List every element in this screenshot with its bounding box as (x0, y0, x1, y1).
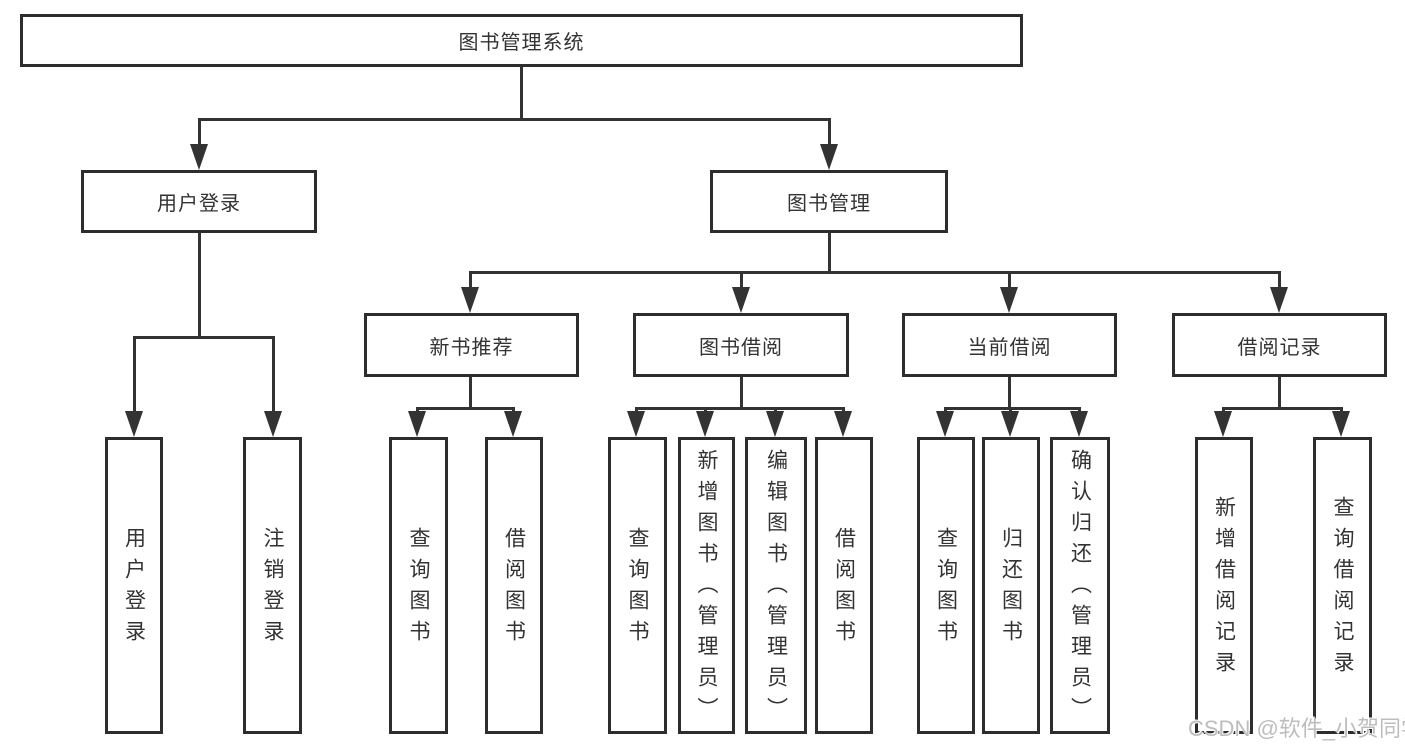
leaf-nb-borrow-books: 借阅图书 (485, 437, 543, 734)
connector-line (469, 377, 472, 407)
node-book-borrowing: 图书借阅 (633, 313, 849, 377)
arrowhead-down-icon (627, 411, 645, 437)
node-library-system-label: 图书管理系统 (458, 32, 585, 54)
csdn-watermark: CSDN @软件_小贺同学 (1188, 716, 1405, 741)
leaf-br-query-record: 查询借阅记录 (1313, 437, 1372, 734)
arrowhead-down-icon (190, 144, 208, 170)
leaf-cb-confirm-return-label: 确认归还（管理员） (1068, 449, 1092, 728)
arrowhead-down-icon (461, 287, 479, 313)
connector-line (740, 377, 743, 407)
connector-line (133, 336, 136, 415)
connector-line (520, 67, 523, 118)
leaf-user-login: 用户登录 (105, 437, 163, 734)
connector-line (740, 271, 743, 291)
node-borrowing-records: 借阅记录 (1172, 313, 1387, 377)
arrowhead-down-icon (125, 411, 143, 437)
arrowhead-down-icon (1070, 411, 1088, 437)
leaf-nb-query-books-label: 查询图书 (407, 526, 430, 651)
arrowhead-down-icon (504, 411, 522, 437)
connector-line (944, 407, 1081, 410)
leaf-logout-label: 注销登录 (261, 526, 284, 651)
connector-line (198, 118, 831, 121)
node-book-management-label: 图书管理 (787, 193, 871, 215)
leaf-bb-borrow-books-label: 借阅图书 (832, 526, 856, 651)
leaf-cb-query-books-label: 查询图书 (934, 526, 958, 651)
arrowhead-down-icon (936, 411, 954, 437)
connector-line (133, 336, 275, 339)
connector-line (469, 271, 1281, 274)
arrowhead-down-icon (696, 411, 714, 437)
leaf-bb-query-books-label: 查询图书 (626, 526, 649, 651)
connector-line (1222, 407, 1343, 410)
connector-line (198, 233, 201, 336)
leaf-bb-add-books-label: 新增图书（管理员） (695, 449, 718, 728)
leaf-cb-query-books: 查询图书 (917, 437, 975, 734)
connector-line (828, 118, 831, 148)
connector-line (416, 407, 515, 410)
leaf-nb-query-books: 查询图书 (389, 437, 448, 734)
leaf-logout: 注销登录 (243, 437, 302, 734)
arrowhead-down-icon (834, 411, 852, 437)
connector-line (1008, 377, 1011, 407)
leaf-br-query-record-label: 查询借阅记录 (1331, 495, 1354, 682)
leaf-cb-return-books: 归还图书 (982, 437, 1040, 734)
leaf-nb-borrow-books-label: 借阅图书 (502, 526, 526, 651)
leaf-cb-confirm-return: 确认归还（管理员） (1050, 437, 1110, 734)
arrowhead-down-icon (1270, 287, 1288, 313)
node-current-borrowing-label: 当前借阅 (967, 336, 1052, 359)
arrowhead-down-icon (408, 411, 426, 437)
node-borrowing-records-label: 借阅记录 (1237, 336, 1322, 359)
connector-line (1008, 271, 1011, 291)
leaf-bb-edit-books-label: 编辑图书（管理员） (764, 449, 788, 728)
arrowhead-down-icon (1001, 411, 1019, 437)
connector-line (272, 336, 275, 415)
connector-line (198, 118, 201, 148)
leaf-user-login-label: 用户登录 (122, 526, 146, 651)
node-current-borrowing: 当前借阅 (902, 313, 1117, 377)
arrowhead-down-icon (820, 144, 838, 170)
arrowhead-down-icon (1214, 411, 1232, 437)
connector-line (635, 407, 845, 410)
arrowhead-down-icon (264, 411, 282, 437)
connector-line (1278, 271, 1281, 291)
connector-line (469, 271, 472, 291)
leaf-bb-edit-books: 编辑图书（管理员） (745, 437, 807, 734)
node-new-book-recommend: 新书推荐 (364, 313, 579, 377)
leaf-br-add-record: 新增借阅记录 (1195, 437, 1253, 734)
leaf-bb-query-books: 查询图书 (608, 437, 667, 734)
node-new-book-recommend-label: 新书推荐 (429, 336, 514, 359)
connector-line (1278, 377, 1281, 407)
leaf-bb-borrow-books: 借阅图书 (815, 437, 873, 734)
node-book-borrowing-label: 图书借阅 (699, 336, 783, 359)
node-library-system: 图书管理系统 (20, 14, 1023, 67)
arrowhead-down-icon (766, 411, 784, 437)
node-book-management: 图书管理 (710, 170, 948, 233)
node-user-login-label: 用户登录 (157, 193, 241, 215)
leaf-bb-add-books: 新增图书（管理员） (678, 437, 735, 734)
connector-line (828, 233, 831, 271)
arrowhead-down-icon (732, 287, 750, 313)
node-user-login: 用户登录 (81, 170, 317, 233)
arrowhead-down-icon (1000, 287, 1018, 313)
arrowhead-down-icon (1332, 411, 1350, 437)
leaf-br-add-record-label: 新增借阅记录 (1212, 495, 1236, 682)
leaf-cb-return-books-label: 归还图书 (999, 526, 1023, 651)
